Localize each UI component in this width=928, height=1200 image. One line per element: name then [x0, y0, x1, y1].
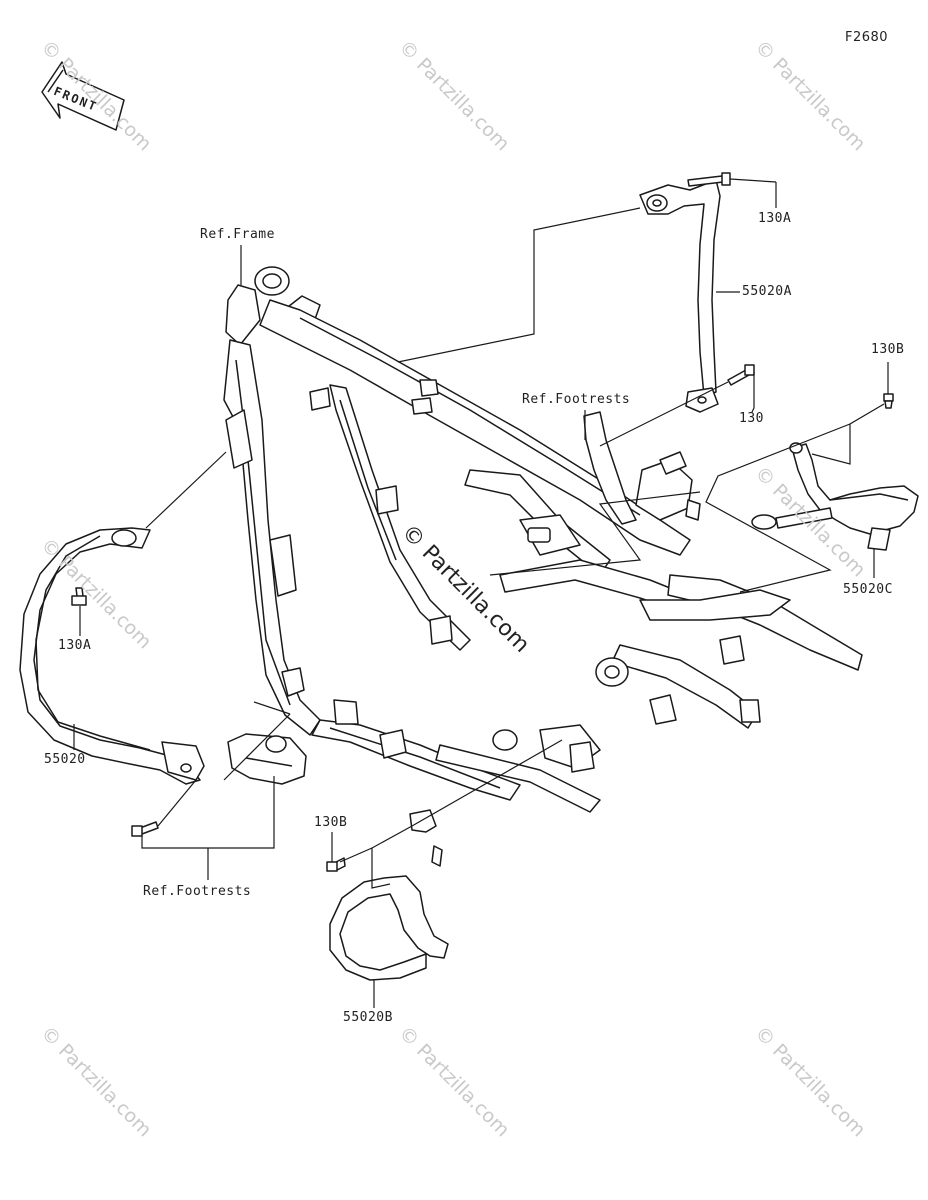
front-arrow-icon	[41, 61, 125, 131]
label-130B-right: 130B	[871, 342, 905, 357]
label-ref-footrests-upper: Ref.Footrests	[522, 392, 631, 407]
label-55020A: 55020A	[742, 284, 792, 299]
bolt-130A-top	[687, 172, 731, 187]
footrest-bracket-upper	[583, 411, 701, 525]
guard-55020C	[751, 442, 919, 551]
leader-lines	[73, 178, 889, 1008]
label-130B-lower: 130B	[314, 815, 348, 830]
guard-55020	[19, 527, 205, 785]
bolt-130B-lower	[326, 857, 346, 872]
bolt-130B-right	[883, 393, 894, 409]
figure-code: F2680	[845, 30, 889, 45]
label-55020C: 55020C	[843, 582, 893, 597]
label-130: 130	[739, 411, 764, 426]
bolt-lower-left	[131, 821, 159, 837]
guard-55020A	[639, 179, 721, 413]
frame-assembly	[223, 266, 863, 813]
label-ref-footrests-lower: Ref.Footrests	[143, 884, 252, 899]
footrest-bracket-lower	[227, 733, 307, 785]
bolt-130	[727, 364, 755, 386]
label-55020: 55020	[44, 752, 86, 767]
bolt-130A-left	[71, 587, 87, 606]
label-ref-frame: Ref.Frame	[200, 227, 275, 242]
guard-55020B	[329, 809, 449, 981]
label-130A-top: 130A	[758, 211, 792, 226]
label-130A-left: 130A	[58, 638, 92, 653]
label-55020B: 55020B	[343, 1010, 393, 1025]
